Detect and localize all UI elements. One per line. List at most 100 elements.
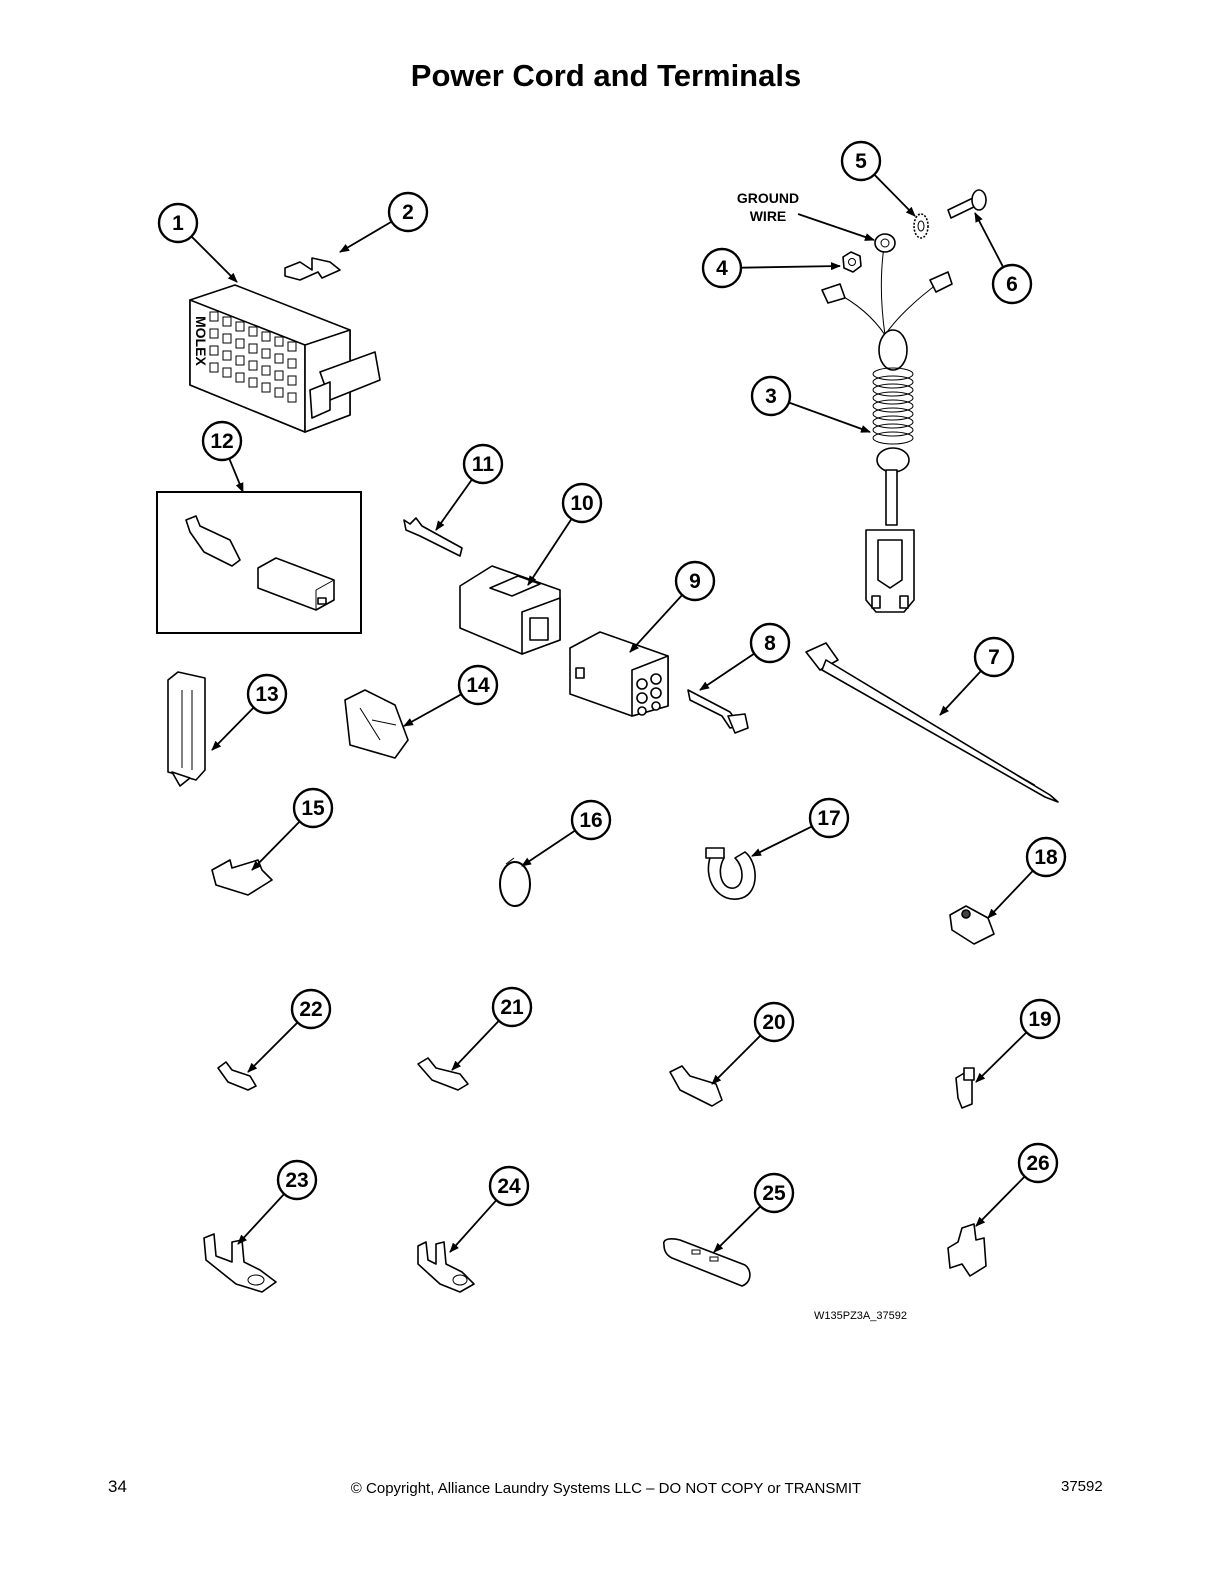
strain-relief [167, 671, 206, 787]
callout-13: 13 [246, 673, 288, 715]
leader-line-10 [527, 518, 573, 586]
leader-line-7 [939, 670, 982, 716]
leader-line-1 [190, 235, 238, 283]
callout-20: 20 [753, 1001, 795, 1043]
callout-number: 11 [472, 453, 495, 476]
callout-number: 2 [402, 201, 414, 224]
quick-connect-21 [417, 1057, 469, 1091]
terminal-insulator-kit [156, 491, 362, 634]
insulating-sleeve [662, 1238, 751, 1287]
power-cord-assembly [821, 233, 953, 613]
callout-number: 6 [1006, 273, 1018, 296]
small-clip-part [284, 257, 341, 281]
cord-coil-loop [872, 383, 914, 397]
callout-8: 8 [749, 622, 791, 664]
connector-cavity [274, 353, 284, 364]
hose-clamp [705, 847, 756, 900]
callout-number: 17 [817, 807, 840, 830]
callout-number: 21 [500, 996, 524, 1019]
callout-12: 12 [201, 420, 243, 462]
ring-terminal-23 [203, 1233, 277, 1293]
leader-line-3 [788, 401, 871, 433]
callout-9: 9 [674, 560, 716, 602]
connector-cavity [274, 370, 284, 381]
callout-number: 10 [570, 492, 593, 515]
pin-terminal [687, 689, 749, 734]
crimp-terminal [403, 517, 463, 557]
connector-cavity [287, 341, 297, 352]
tab-terminal-18 [949, 905, 995, 945]
connector-cavity [222, 333, 232, 344]
star-washer [913, 213, 929, 239]
document-number: 37592 [1061, 1478, 1103, 1495]
leader-line-6 [974, 212, 1005, 268]
connector-cavity [261, 348, 271, 359]
callout-number: 1 [172, 212, 184, 235]
callout-number: 14 [466, 674, 490, 697]
ring-terminal-24 [417, 1241, 475, 1293]
leader-line-12 [228, 458, 244, 493]
page-title: Power Cord and Terminals [410, 58, 802, 93]
page-number: 34 [108, 1477, 127, 1496]
connector-cavity [235, 321, 245, 332]
cord-coil-loop [872, 391, 914, 405]
connector-housing-latch [459, 565, 561, 655]
leader-line-13 [211, 706, 255, 751]
callout-11: 11 [462, 443, 504, 485]
leader-line-9 [629, 594, 683, 653]
flag-terminal-20 [669, 1065, 723, 1107]
callout-number: 18 [1034, 846, 1058, 869]
connector-cavity [248, 343, 258, 354]
callout-17: 17 [808, 797, 850, 839]
connector-cavity [261, 365, 271, 376]
ground-wire-label-line2: WIRE [750, 208, 787, 224]
callout-16: 16 [570, 799, 612, 841]
connector-cavity [248, 326, 258, 337]
bracket-clip [211, 859, 273, 896]
connector-cavity [222, 316, 232, 327]
callout-3: 3 [750, 375, 792, 417]
cord-coil-loop [872, 407, 914, 421]
callout-7: 7 [973, 636, 1015, 678]
callout-18: 18 [1025, 836, 1067, 878]
callout-24: 24 [488, 1165, 530, 1207]
cord-coil-loop [872, 423, 914, 437]
callout-number: 12 [210, 430, 233, 453]
callout-number: 19 [1028, 1008, 1051, 1031]
leader-line-11 [435, 478, 473, 531]
callout-number: 8 [764, 632, 776, 655]
callout-4: 4 [701, 247, 743, 289]
hex-nut [842, 251, 862, 273]
callout-6: 6 [991, 263, 1033, 305]
connector-cavity [287, 375, 297, 386]
connector-cavity [261, 382, 271, 393]
cable-tie [805, 642, 1059, 803]
connector-cavity [287, 358, 297, 369]
callout-number: 13 [255, 683, 278, 706]
callout-15: 15 [292, 787, 334, 829]
connector-cavity [274, 387, 284, 398]
quick-connect-22 [217, 1061, 257, 1091]
connector-cavity [235, 372, 245, 383]
leader-line-5 [873, 173, 916, 217]
leader-line-19 [975, 1031, 1028, 1083]
leader-line-20 [711, 1034, 762, 1085]
ground-wire-label-line1: GROUND [737, 190, 799, 206]
connector-cavity [235, 338, 245, 349]
leader-lines [190, 173, 1034, 1253]
six-pin-plug [569, 631, 669, 717]
callout-number: 5 [855, 150, 867, 173]
callout-number: 25 [762, 1182, 786, 1205]
connector-cavity [248, 360, 258, 371]
leader-line-24 [449, 1199, 498, 1253]
leader-line-16 [521, 829, 576, 867]
leader-line-17 [751, 825, 813, 857]
flag-terminal-26 [947, 1223, 987, 1277]
callout-26: 26 [1017, 1142, 1059, 1184]
connector-cavity [287, 392, 297, 403]
callout-number: 24 [497, 1175, 521, 1198]
cord-coil-loop [872, 415, 914, 429]
callout-19: 19 [1019, 998, 1061, 1040]
connector-cavity [235, 355, 245, 366]
